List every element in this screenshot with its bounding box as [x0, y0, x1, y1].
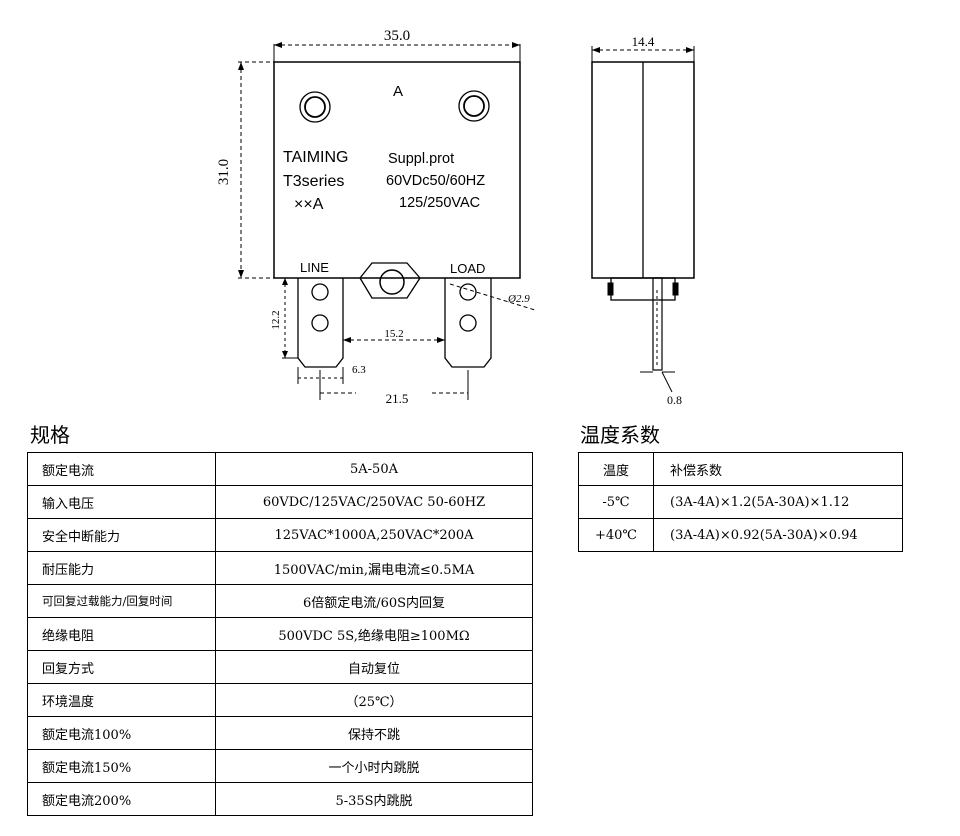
table-row: +40℃(3A-4A)×0.92(5A-30A)×0.94 — [578, 518, 903, 552]
mount-hole-left — [299, 91, 331, 123]
side-view-terminal — [652, 277, 663, 371]
spec-value: 5-35S内跳脱 — [215, 782, 533, 816]
spec-label: 安全中断能力 — [27, 518, 216, 552]
spec-heading: 规格 — [30, 423, 70, 447]
spec-value: 一个小时内跳脱 — [215, 749, 533, 783]
reset-button — [359, 262, 421, 299]
spec-label: 耐压能力 — [27, 551, 216, 585]
temp-table: 温度补偿系数 -5℃(3A-4A)×1.2(5A-30A)×1.12 +40℃(… — [578, 452, 903, 552]
technical-drawing: 35.0 31.0 14.4 12.2 15.2 6.3 21.5 Ø2.9 0… — [216, 28, 695, 407]
dim-terminal: 12.2 — [270, 310, 282, 329]
spec-label: 额定电流 — [27, 452, 216, 486]
dim-side-width: 14.4 — [632, 34, 655, 49]
spec-label: 环境温度 — [27, 683, 216, 717]
temp-value: -5℃ — [578, 485, 654, 519]
coef-value: (3A-4A)×0.92(5A-30A)×0.94 — [653, 518, 903, 552]
table-row: 额定电流150%一个小时内跳脱 — [27, 749, 533, 783]
spec-label: 绝缘电阻 — [27, 617, 216, 651]
spec-value: （25℃） — [215, 683, 533, 717]
spec-value: 自动复位 — [215, 650, 533, 684]
body-label-a: A — [393, 83, 403, 100]
dim-spacing: 15.2 — [384, 328, 403, 340]
spec-label: 输入电压 — [27, 485, 216, 519]
spec-label: 额定电流100% — [27, 716, 216, 750]
load-label: LOAD — [450, 261, 485, 276]
spec-value: 1500VAC/min,漏电电流≤0.5MA — [215, 551, 533, 585]
dc-rating-text: 60VDc50/60HZ — [386, 173, 485, 189]
table-row: 环境温度（25℃） — [27, 683, 533, 717]
dim-pitch: 21.5 — [386, 391, 409, 406]
table-row: 额定电流200%5-35S内跳脱 — [27, 782, 533, 816]
terminal-line — [297, 278, 344, 368]
spec-value: 5A-50A — [215, 452, 533, 486]
dim-height: 31.0 — [216, 159, 232, 185]
table-row: 回复方式自动复位 — [27, 650, 533, 684]
ac-rating-text: 125/250VAC — [399, 195, 480, 211]
temp-header: 温度 — [578, 452, 654, 486]
line-label: LINE — [300, 260, 329, 275]
dim-tab: 6.3 — [352, 364, 366, 376]
spec-label: 额定电流150% — [27, 749, 216, 783]
spec-label: 回复方式 — [27, 650, 216, 684]
temp-value: +40℃ — [578, 518, 654, 552]
spec-label: 可回复过载能力/回复时间 — [27, 584, 216, 618]
spec-value: 500VDC 5S,绝缘电阻≥100MΩ — [215, 617, 533, 651]
dim-hole: Ø2.9 — [507, 293, 530, 305]
spec-label: 额定电流200% — [27, 782, 216, 816]
spec-value: 125VAC*1000A,250VAC*200A — [215, 518, 533, 552]
series-text: T3series — [283, 173, 344, 190]
table-row: -5℃(3A-4A)×1.2(5A-30A)×1.12 — [578, 485, 903, 519]
dim-width: 35.0 — [384, 28, 410, 44]
brand-text: TAIMING — [283, 149, 348, 166]
dim-thickness: 0.8 — [667, 393, 682, 407]
coef-value: (3A-4A)×1.2(5A-30A)×1.12 — [653, 485, 903, 519]
breaker-body — [273, 61, 521, 279]
table-header-row: 温度补偿系数 — [578, 452, 903, 486]
table-row: 额定电流100%保持不跳 — [27, 716, 533, 750]
spec-value: 6倍额定电流/60S内回复 — [215, 584, 533, 618]
spec-value: 60VDC/125VAC/250VAC 50-60HZ — [215, 485, 533, 519]
terminal-load — [444, 278, 492, 368]
prot-text: Suppl.prot — [388, 151, 454, 167]
rating-text: ××A — [294, 196, 324, 213]
mount-hole-right — [458, 90, 490, 122]
coef-header: 补偿系数 — [653, 452, 903, 486]
temp-heading: 温度系数 — [580, 423, 660, 447]
spec-value: 保持不跳 — [215, 716, 533, 750]
